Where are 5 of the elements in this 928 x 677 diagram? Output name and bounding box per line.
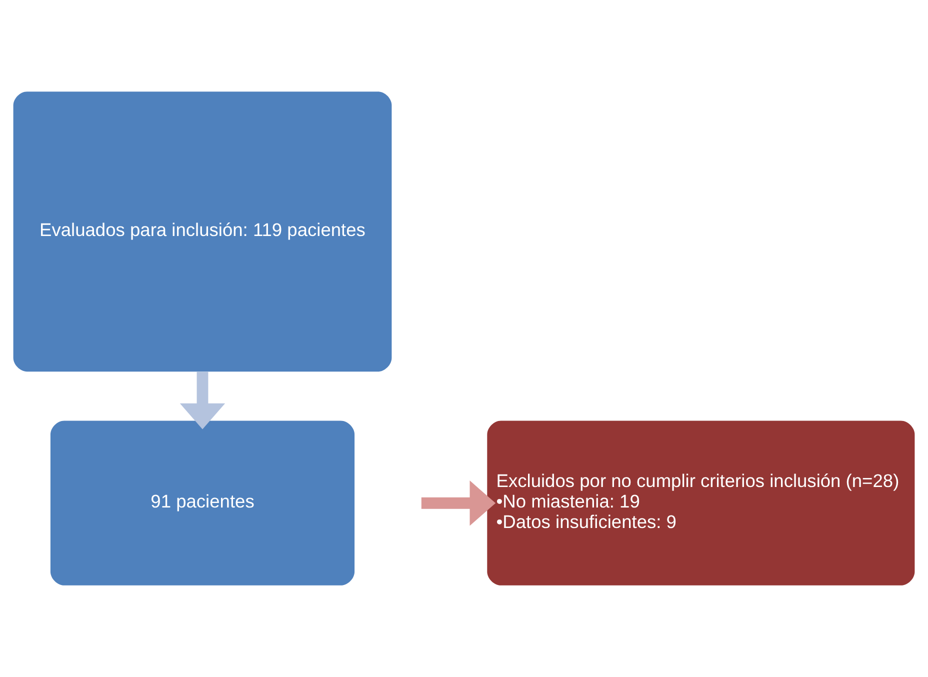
arrow: [180, 372, 226, 430]
arrow: [421, 480, 496, 526]
node-box: Excluidos por no cumplir criterios inclusión (n=28) •No miastenia: 19 •Datos insuficientes: 9: [487, 420, 915, 586]
node-box: Evaluados para inclusión: 119 pacientes: [13, 92, 392, 372]
node-box: 91 pacientes: [50, 420, 355, 586]
